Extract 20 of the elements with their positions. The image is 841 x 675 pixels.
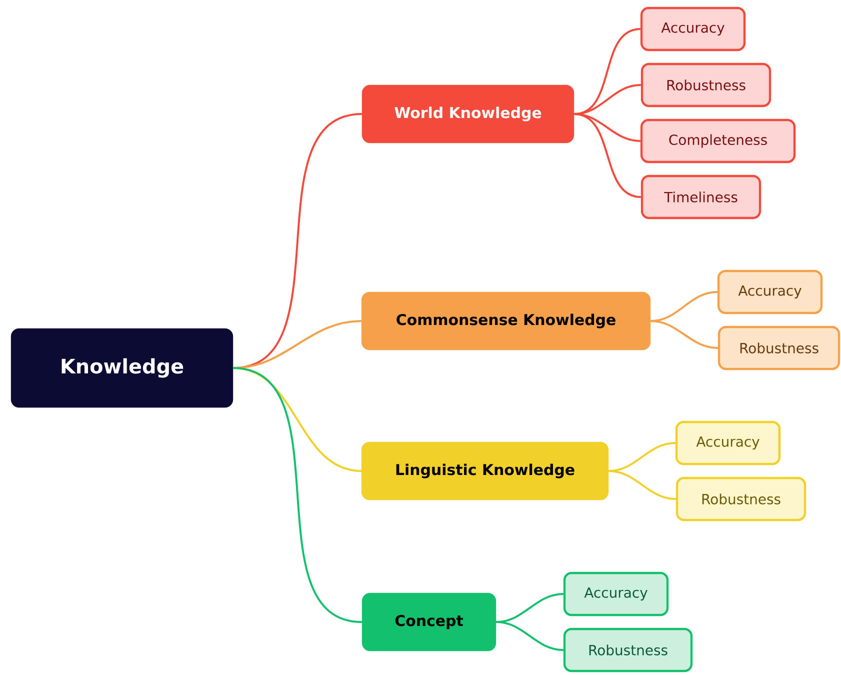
leaf-box: Robustness <box>676 476 806 522</box>
topic-box: World Knowledge <box>362 84 574 144</box>
leaf-box: Timeliness <box>640 174 762 220</box>
topic-box: Linguistic Knowledge <box>361 442 609 500</box>
leaf-box: Accuracy <box>717 270 823 314</box>
root-box: Knowledge <box>10 328 234 408</box>
connector <box>232 367 362 623</box>
connector <box>574 113 642 198</box>
topic-box: Commonsense Knowledge <box>361 292 651 350</box>
leaf-box: Accuracy <box>675 420 781 466</box>
leaf-box: Completeness <box>640 118 796 164</box>
leaf-box: Robustness <box>640 62 772 108</box>
leaf-box: Robustness <box>563 628 693 672</box>
connector <box>608 470 676 500</box>
leaf-box: Accuracy <box>563 572 669 616</box>
leaf-box: Robustness <box>718 326 840 370</box>
leaf-box: Accuracy <box>640 6 746 52</box>
topic-box: Concept <box>362 592 496 652</box>
connector <box>496 621 564 651</box>
connector <box>650 320 718 349</box>
